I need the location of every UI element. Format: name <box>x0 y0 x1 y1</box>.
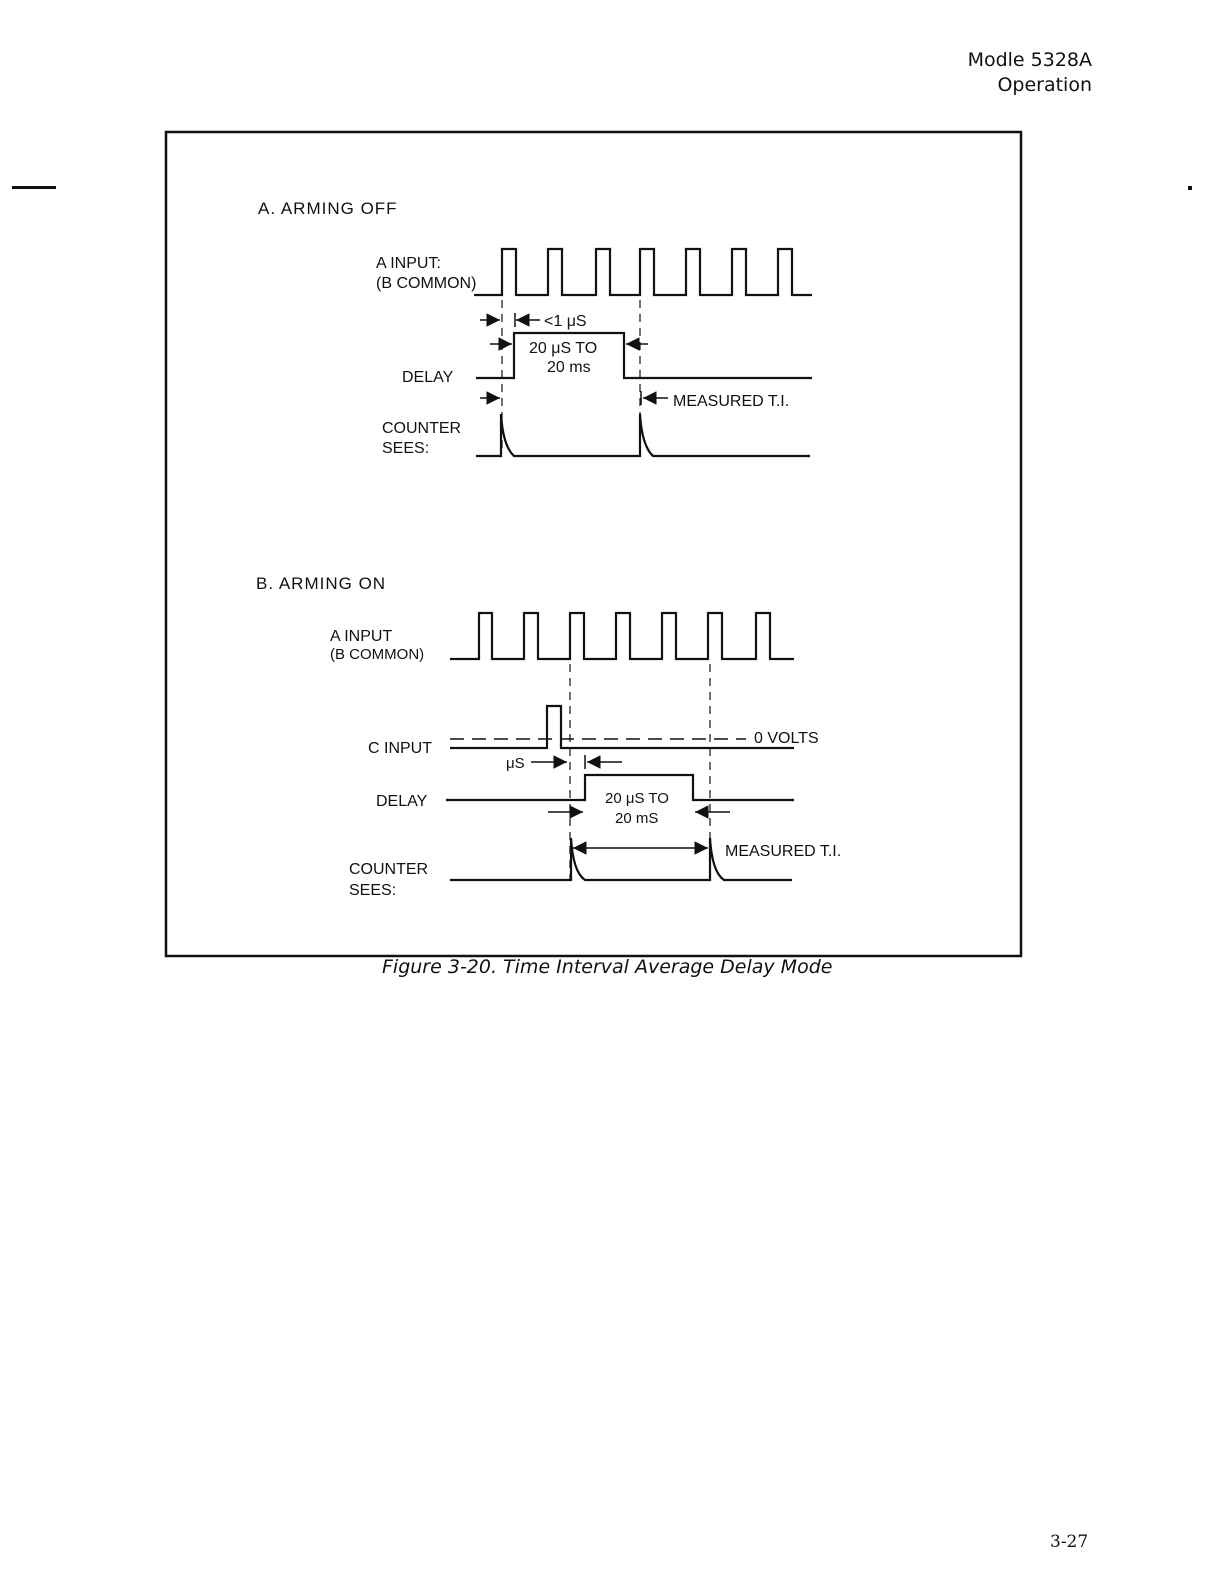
panel-b-zero-volts-label: 0 VOLTS <box>754 730 819 747</box>
panel-a-counter-waveform <box>476 414 810 456</box>
panel-a-range-label-1: 20 μS TO <box>529 340 597 357</box>
panel-b-measured-label: MEASURED T.I. <box>725 843 841 860</box>
panel-b-us-label: μS <box>506 755 525 772</box>
panel-a-delay-waveform <box>476 333 812 378</box>
panel-b-input-label-1: A INPUT <box>330 628 392 645</box>
panel-b-range-label-2: 20 mS <box>615 810 658 827</box>
panel-a-title: A. ARMING OFF <box>258 199 398 218</box>
panel-a-counter-label-2: SEES: <box>382 440 429 457</box>
panel-b-range-label-1: 20 μS TO <box>605 790 669 807</box>
panel-a-lt1us-label: <1 μS <box>544 313 587 330</box>
figure-border <box>166 132 1021 956</box>
panel-a-input-waveform <box>474 249 812 295</box>
panel-b-counter-label-1: COUNTER <box>349 861 428 878</box>
panel-a-input-label-2: (B COMMON) <box>376 275 476 292</box>
figure-caption: Figure 3-20. Time Interval Average Delay… <box>382 956 832 978</box>
page-number: 3-27 <box>1050 1532 1088 1552</box>
panel-a-range-label-2: 20 ms <box>547 359 591 376</box>
panel-b-c-input-waveform <box>450 706 794 748</box>
panel-b-c-input-label: C INPUT <box>368 740 432 757</box>
timing-diagram-figure: A. ARMING OFF A INPUT: (B COMMON) <1 μS … <box>0 0 1224 1000</box>
panel-b-input-label-2: (B COMMON) <box>330 646 424 663</box>
panel-b-title: B. ARMING ON <box>256 574 386 593</box>
panel-a-measured-label: MEASURED T.I. <box>673 393 789 410</box>
panel-b-counter-label-2: SEES: <box>349 882 396 899</box>
panel-a-delay-label: DELAY <box>402 369 454 386</box>
panel-a-input-label-1: A INPUT: <box>376 255 441 272</box>
panel-b-delay-label: DELAY <box>376 793 428 810</box>
panel-b-input-waveform <box>450 613 794 659</box>
panel-a-counter-label-1: COUNTER <box>382 420 461 437</box>
